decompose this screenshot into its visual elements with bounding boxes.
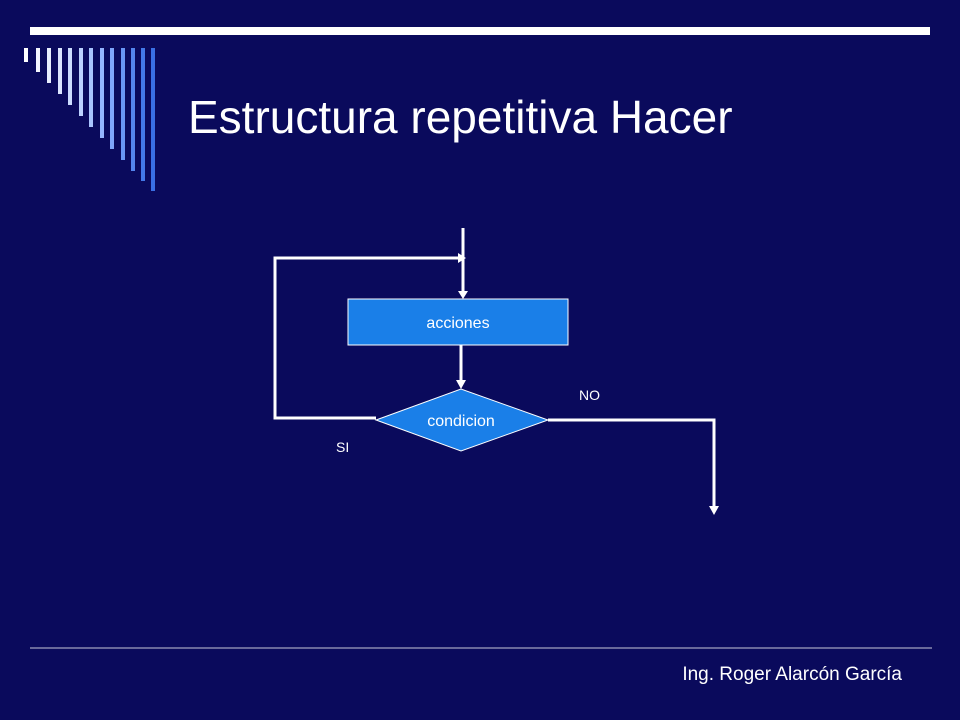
exit-line [548,418,716,506]
loop-back-line [273,256,458,420]
flowchart: acciones condicion NO SI [273,228,719,515]
top-bar [30,27,930,35]
exit-arrowhead [709,506,719,515]
action-box [347,298,569,346]
action-label: acciones [426,315,489,332]
yes-label: SI [336,439,349,455]
slide-title: Estructura repetitiva Hacer [188,91,733,143]
loop-back-arrowhead [458,253,466,263]
author-footer: Ing. Roger Alarcón García [682,664,902,685]
decision-label: condicion [427,413,495,430]
entry-arrowhead [458,291,468,299]
box-to-decision-arrowhead [456,380,466,389]
decorative-stripes [24,48,155,191]
no-label: NO [579,387,600,403]
